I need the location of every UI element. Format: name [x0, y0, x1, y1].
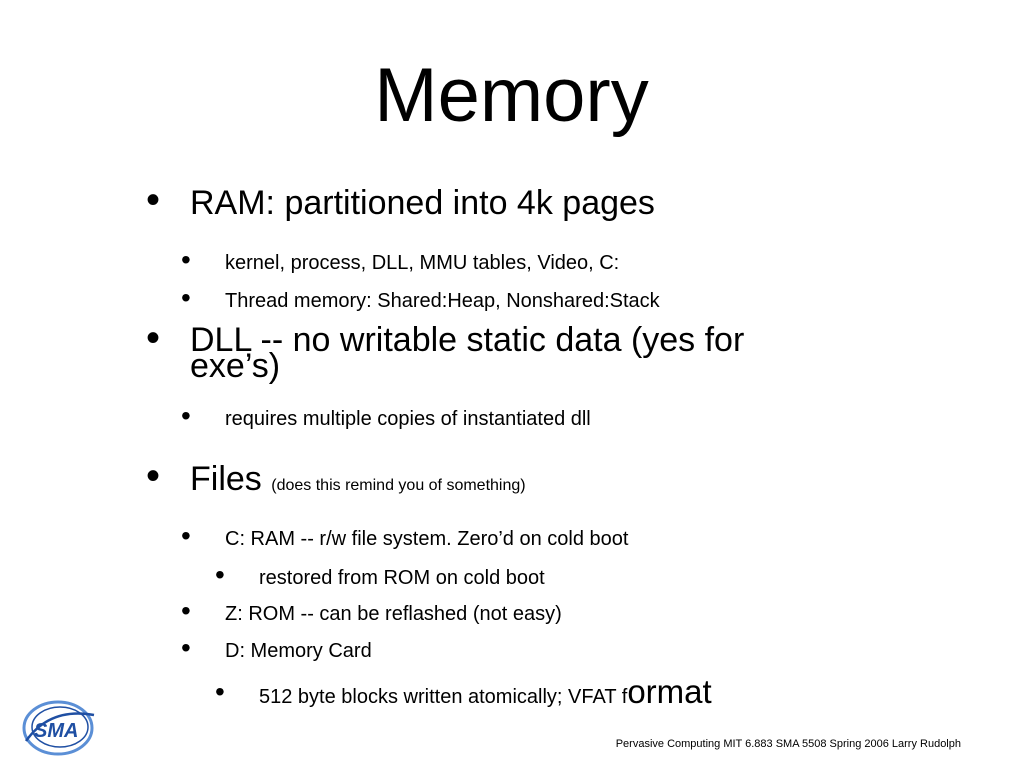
logo-swoosh-arc [24, 712, 95, 742]
bullet-marker: • [181, 244, 191, 275]
bullet-dll-line2: exe’s) [190, 347, 281, 385]
bullet-files-label: Files [190, 460, 262, 498]
bullet-dll-line1: DLL -- no writable static data (yes for [190, 321, 745, 359]
bullet-marker: • [181, 400, 191, 431]
slide-footer: Pervasive Computing MIT 6.883 SMA 5508 S… [615, 738, 961, 750]
subbullet-c-ram: C: RAM -- r/w file system. Zero’d on col… [225, 528, 629, 550]
bullet-files: Files (does this remind you of something… [190, 462, 526, 496]
subbullet-thread-memory: Thread memory: Shared:Heap, Nonshared:St… [225, 290, 660, 312]
bullet-marker: • [181, 595, 191, 626]
subsubbullet-512-byte-start: 512 byte blocks written atomically; VFAT… [259, 686, 628, 708]
subsubbullet-restored: restored from ROM on cold boot [259, 567, 545, 589]
bullet-marker: • [146, 454, 161, 498]
subbullet-kernel: kernel, process, DLL, MMU tables, Video,… [225, 252, 620, 274]
subsubbullet-512-byte: 512 byte blocks written atomically; VFAT… [259, 675, 712, 708]
bullet-marker: • [215, 559, 225, 590]
bullet-marker: • [215, 676, 225, 707]
bullet-ram: RAM: partitioned into 4k pages [190, 184, 655, 222]
subbullet-d-memory-card: D: Memory Card [225, 640, 372, 662]
bullet-marker: • [146, 178, 161, 222]
logo-text: SMA [34, 720, 78, 742]
logo-swoosh-inner [31, 706, 89, 748]
subbullet-dll-copies: requires multiple copies of instantiated… [225, 408, 591, 430]
bullet-marker: • [181, 282, 191, 313]
bullet-marker: • [146, 316, 161, 360]
slide-title: Memory [374, 53, 649, 138]
bullet-marker: • [181, 632, 191, 663]
sma-logo: SMA [20, 697, 100, 757]
bullet-marker: • [181, 520, 191, 551]
subsubbullet-512-byte-end: ormat [627, 673, 712, 710]
subbullet-z-rom: Z: ROM -- can be reflashed (not easy) [225, 603, 562, 625]
sma-logo-graphic: SMA [22, 700, 95, 756]
logo-swoosh-outer [22, 700, 94, 756]
bullet-files-note: (does this remind you of something) [271, 477, 526, 494]
